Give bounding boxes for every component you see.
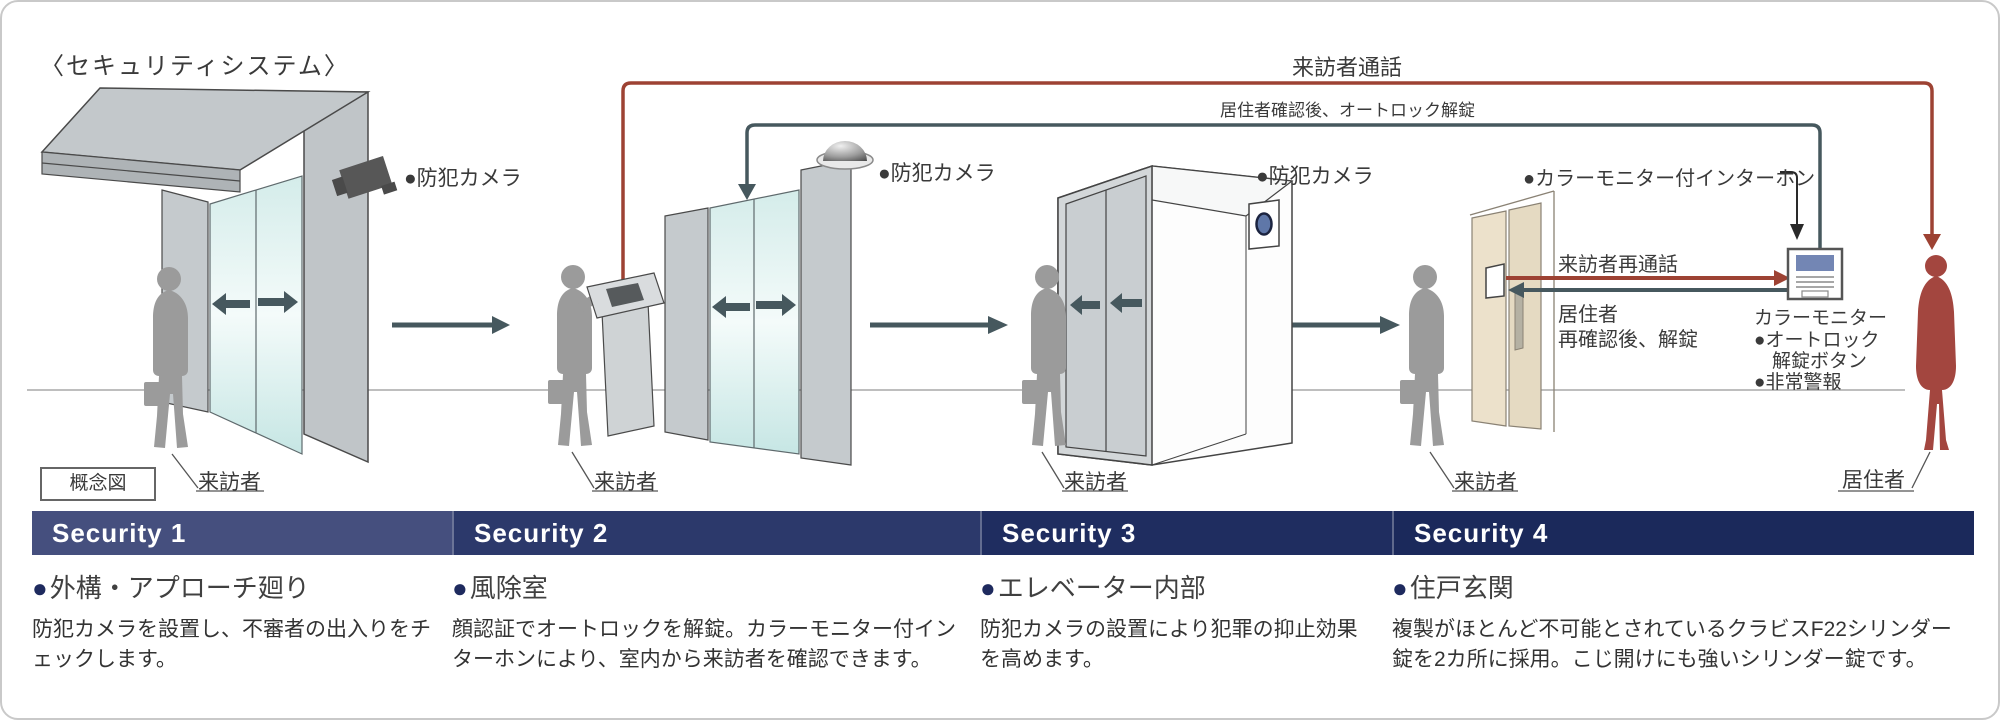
section-security-2: Security 2 ●風除室 顔認証でオートロックを解錠。カラーモニター付イン… [452, 511, 980, 676]
section-1-header: Security 1 [32, 511, 452, 555]
bullet-icon: ● [32, 573, 48, 603]
scene-entrance [40, 87, 398, 492]
visitor-label-4: 来訪者 [1454, 471, 1517, 494]
visitor-recall-arrow [1506, 270, 1790, 286]
visitor-silhouette-4 [1400, 265, 1444, 446]
resident-unlock-arrow [1508, 282, 1790, 298]
unlock-flow-line [738, 123, 1822, 249]
security-flow-diagram [27, 81, 1956, 492]
resident-label: 居住者 [1842, 469, 1905, 492]
bullet-icon: ● [1392, 573, 1408, 603]
color-monitor-label: カラーモニター [1754, 308, 1888, 329]
resident-silhouette [1916, 255, 1956, 450]
door-intercom [1485, 263, 1505, 299]
security-camera-label-2: ●防犯カメラ [878, 162, 996, 185]
flow-arrow-1to2 [392, 316, 510, 334]
emergency-alarm-label: ●非常警報 [1754, 372, 1842, 393]
section-2-body: 顔認証でオートロックを解錠。カラーモニター付インターホンにより、室内から来訪者を… [452, 618, 956, 672]
section-3-header: Security 3 [980, 511, 1392, 555]
section-security-3: Security 3 ●エレベーター内部 防犯カメラの設置により犯罪の抑止効果を… [980, 511, 1392, 676]
section-security-1: Security 1 ●外構・アプローチ廻り 防犯カメラを設置し、不審者の出入り… [32, 511, 452, 676]
face-recognition-kiosk [586, 272, 665, 437]
security-sections: Security 1 ●外構・アプローチ廻り 防犯カメラを設置し、不審者の出入り… [32, 511, 1974, 676]
scene-elevator [1022, 164, 1294, 492]
flow-label-recall: 来訪者再通話 [1558, 254, 1678, 276]
section-security-4: Security 4 ●住戸玄関 複製がほとんど不可能とされているクラビスF22… [1392, 511, 1974, 676]
section-4-header: Security 4 [1392, 511, 1974, 555]
bullet-icon: ● [980, 573, 996, 603]
concept-figure-badge: 概念図 [40, 467, 156, 501]
flow-arrow-2to3 [870, 316, 1008, 334]
intercom-label: ●カラーモニター付インターホン [1523, 168, 1816, 190]
section-3-body: 防犯カメラの設置により犯罪の抑止効果を高めます。 [980, 618, 1358, 672]
scene-windroom [548, 141, 874, 492]
section-3-subtitle: ●エレベーター内部 [980, 573, 1206, 603]
concept-figure-label: 概念図 [69, 473, 127, 494]
visitor-label-3: 来訪者 [1064, 471, 1127, 494]
visitor-call-flow-line [621, 81, 1941, 287]
color-monitor-device [1786, 247, 1844, 301]
security-camera-1 [331, 155, 398, 199]
security-camera-label-1: ●防犯カメラ [404, 167, 522, 190]
page-title: 〈セキュリティシステム〉 [40, 53, 350, 80]
section-4-subtitle: ●住戸玄関 [1392, 573, 1514, 603]
bullet-icon: ● [452, 573, 468, 603]
flow-label-resident-l1: 居住者 [1558, 304, 1618, 326]
visitor-label-2: 来訪者 [594, 471, 657, 494]
autolock-button-label-l2: 解錠ボタン [1772, 351, 1868, 372]
security-camera-label-3: ●防犯カメラ [1256, 165, 1374, 188]
section-4-body: 複製がほとんど不可能とされているクラビスF22シリンダー錠を2カ所に採用。こじ開… [1392, 618, 1952, 672]
visitor-silhouette-2 [548, 265, 592, 446]
section-2-subtitle: ●風除室 [452, 573, 548, 603]
flow-label-visitor-call: 来訪者通話 [1292, 55, 1403, 80]
section-2-header: Security 2 [452, 511, 980, 555]
security-camera-3 [1248, 199, 1280, 250]
section-1-body: 防犯カメラを設置し、不審者の出入りをチェックします。 [32, 618, 431, 672]
security-camera-2 [816, 141, 874, 170]
section-1-subtitle: ●外構・アプローチ廻り [32, 573, 310, 603]
scene-unit-entrance [1400, 171, 1956, 492]
autolock-button-label-l1: ●オートロック [1754, 330, 1880, 351]
flow-label-resident-l2: 再確認後、解錠 [1558, 329, 1698, 351]
flow-label-unlock: 居住者確認後、オートロック解錠 [1220, 101, 1475, 120]
visitor-label-1: 来訪者 [198, 471, 261, 494]
